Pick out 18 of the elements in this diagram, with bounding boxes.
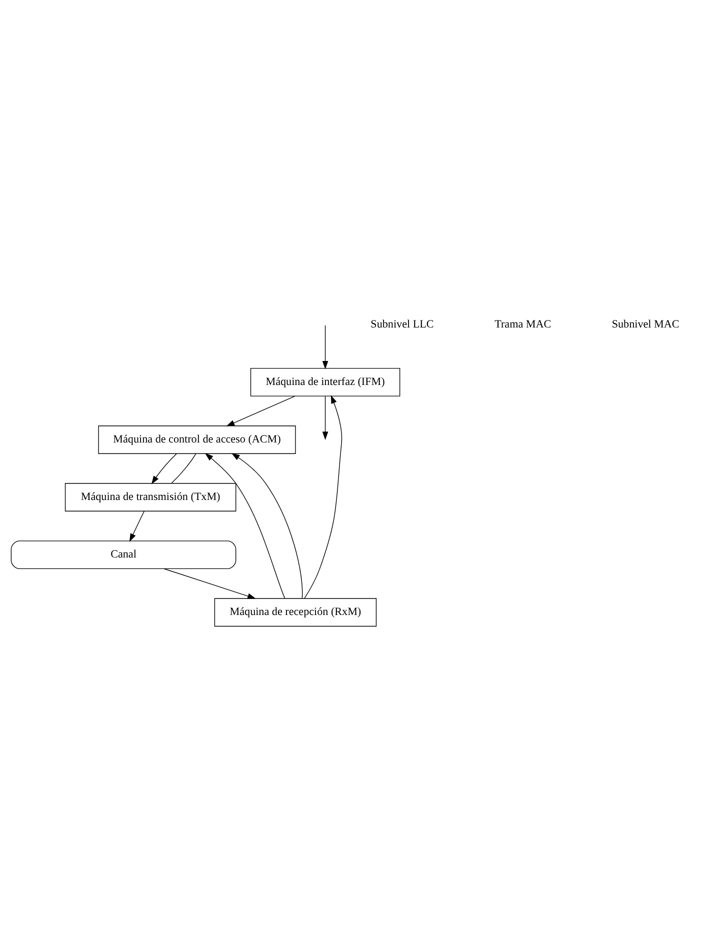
arrow	[204, 452, 286, 598]
node-box: Máquina de interfaz (IFM)	[250, 367, 400, 396]
arrow	[304, 394, 342, 598]
arrow	[226, 395, 296, 426]
connector	[171, 452, 196, 484]
arrow	[151, 452, 177, 484]
label: Trama MAC	[494, 318, 552, 330]
arrow	[231, 452, 303, 598]
arrow	[322, 324, 328, 369]
arrow	[129, 510, 144, 542]
node-box: Máquina de transmisión (TxM)	[64, 482, 236, 511]
arrow	[322, 395, 328, 440]
label: Subnivel MAC	[612, 318, 680, 330]
node-box: Máquina de control de acceso (ACM)	[98, 425, 296, 454]
node-box: Canal	[10, 540, 236, 569]
label: Subnivel LLC	[370, 318, 434, 330]
arrow	[164, 568, 256, 598]
node-box: Máquina de recepción (RxM)	[214, 598, 377, 626]
